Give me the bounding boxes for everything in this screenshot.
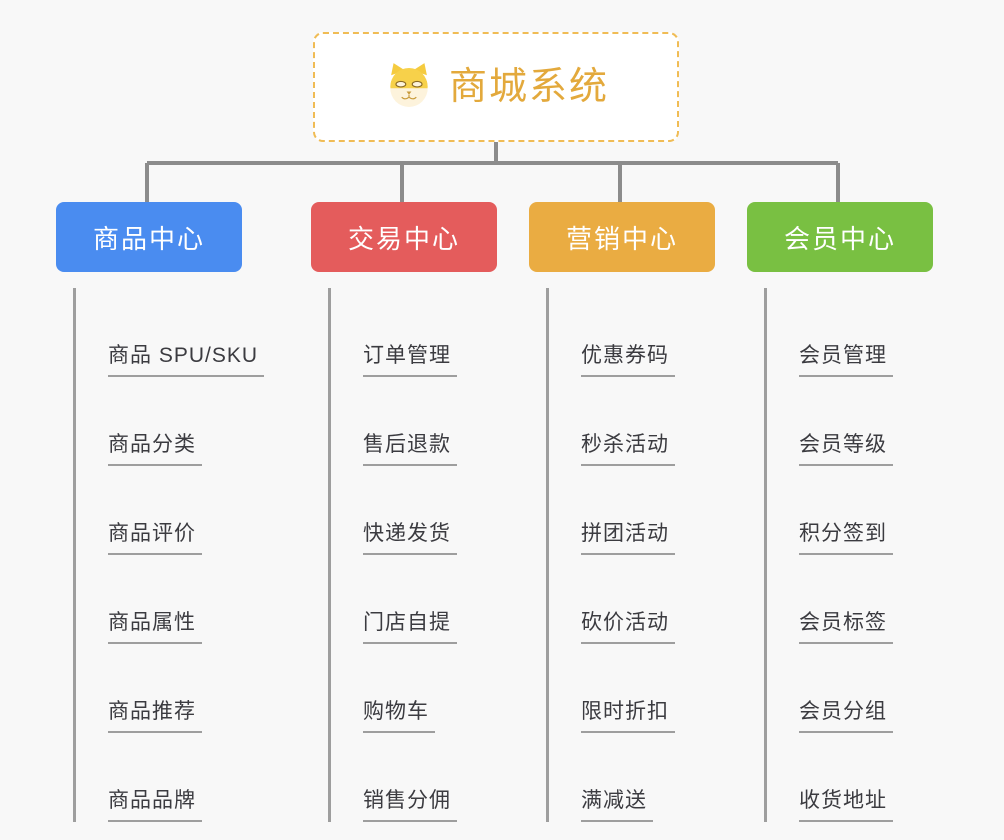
leaf-label: 限时折扣	[581, 699, 675, 733]
leaf-item[interactable]: 砍价活动	[549, 555, 749, 644]
leaf-label: 商品推荐	[108, 699, 202, 733]
leaf-label: 商品分类	[108, 432, 202, 466]
leaf-label: 会员等级	[799, 432, 893, 466]
leaf-label: 快递发货	[363, 521, 457, 555]
leaf-label: 购物车	[363, 699, 435, 733]
leaf-label: 会员管理	[799, 343, 893, 377]
category-box-2[interactable]: 交易中心	[311, 202, 497, 272]
leaf-item[interactable]: 优惠券码	[549, 288, 749, 377]
leaf-item[interactable]: 会员标签	[767, 555, 967, 644]
leaf-label: 秒杀活动	[581, 432, 675, 466]
leaf-item[interactable]: 满减送	[549, 733, 749, 822]
leaf-item[interactable]: 商品 SPU/SKU	[76, 288, 276, 377]
leaf-item[interactable]: 会员管理	[767, 288, 967, 377]
leaf-label: 收货地址	[799, 788, 893, 822]
root-title: 商城系统	[448, 66, 609, 108]
leaf-item[interactable]: 商品分类	[76, 377, 276, 466]
category-box-1[interactable]: 商品中心	[56, 202, 242, 272]
leaf-label: 会员分组	[799, 699, 893, 733]
leaf-list-4: 会员管理 会员等级 积分签到 会员标签 会员分组 收货地址	[764, 288, 967, 822]
leaf-item[interactable]: 会员等级	[767, 377, 967, 466]
branch-column-1: 商品中心 商品 SPU/SKU 商品分类 商品评价 商品属性 商品推荐 商品品牌	[56, 202, 276, 822]
leaf-label: 订单管理	[363, 343, 457, 377]
leaf-label: 销售分佣	[363, 788, 457, 822]
leaf-item[interactable]: 商品品牌	[76, 733, 276, 822]
leaf-label: 售后退款	[363, 432, 457, 466]
leaf-label: 门店自提	[363, 610, 457, 644]
leaf-label: 优惠券码	[581, 343, 675, 377]
leaf-item[interactable]: 限时折扣	[549, 644, 749, 733]
root-node[interactable]: 商城系统	[313, 32, 679, 142]
branch-column-3: 营销中心 优惠券码 秒杀活动 拼团活动 砍价活动 限时折扣 满减送	[529, 202, 749, 822]
leaf-item[interactable]: 商品推荐	[76, 644, 276, 733]
leaf-item[interactable]: 订单管理	[331, 288, 531, 377]
leaf-item[interactable]: 门店自提	[331, 555, 531, 644]
leaf-item[interactable]: 快递发货	[331, 466, 531, 555]
leaf-item[interactable]: 售后退款	[331, 377, 531, 466]
leaf-item[interactable]: 拼团活动	[549, 466, 749, 555]
leaf-label: 商品属性	[108, 610, 202, 644]
leaf-label: 商品评价	[108, 521, 202, 555]
leaf-label: 会员标签	[799, 610, 893, 644]
leaf-item[interactable]: 销售分佣	[331, 733, 531, 822]
leaf-label: 商品 SPU/SKU	[108, 343, 265, 377]
branch-column-2: 交易中心 订单管理 售后退款 快递发货 门店自提 购物车 销售分佣	[311, 202, 531, 822]
leaf-label: 拼团活动	[581, 521, 675, 555]
shiba-dog-icon	[383, 59, 435, 116]
leaf-list-1: 商品 SPU/SKU 商品分类 商品评价 商品属性 商品推荐 商品品牌	[73, 288, 276, 822]
leaf-item[interactable]: 购物车	[331, 644, 531, 733]
leaf-item[interactable]: 会员分组	[767, 644, 967, 733]
branch-column-4: 会员中心 会员管理 会员等级 积分签到 会员标签 会员分组 收货地址	[747, 202, 967, 822]
leaf-item[interactable]: 商品属性	[76, 555, 276, 644]
leaf-label: 积分签到	[799, 521, 893, 555]
leaf-item[interactable]: 积分签到	[767, 466, 967, 555]
leaf-label: 砍价活动	[581, 610, 675, 644]
leaf-item[interactable]: 收货地址	[767, 733, 967, 822]
leaf-item[interactable]: 商品评价	[76, 466, 276, 555]
leaf-list-2: 订单管理 售后退款 快递发货 门店自提 购物车 销售分佣	[328, 288, 531, 822]
leaf-label: 商品品牌	[108, 788, 202, 822]
leaf-item[interactable]: 秒杀活动	[549, 377, 749, 466]
category-box-4[interactable]: 会员中心	[747, 202, 933, 272]
leaf-label: 满减送	[581, 788, 653, 822]
leaf-list-3: 优惠券码 秒杀活动 拼团活动 砍价活动 限时折扣 满减送	[546, 288, 749, 822]
category-box-3[interactable]: 营销中心	[529, 202, 715, 272]
